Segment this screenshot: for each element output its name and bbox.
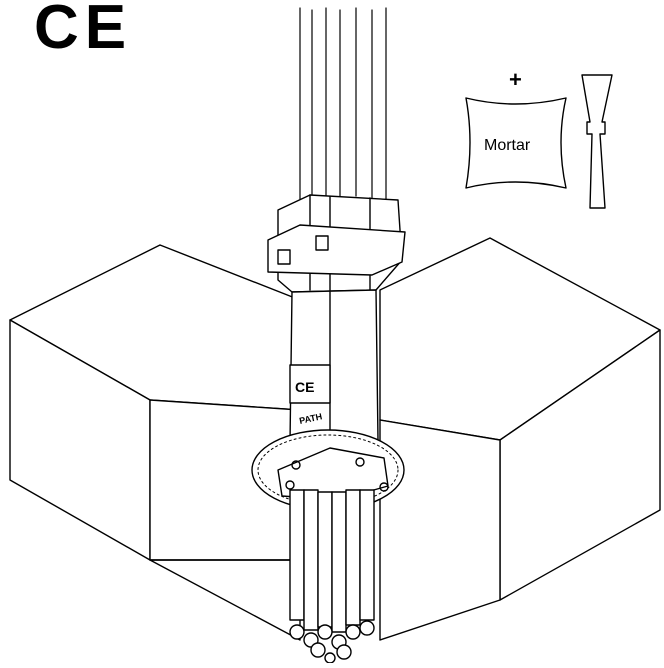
wall-block-left [9,244,301,641]
central-shaft [289,289,379,443]
wall-block-right [379,237,661,641]
mortar-callout: + Mortar [465,67,613,209]
mortar-label: Mortar [484,137,531,154]
cable-bundle-top [299,7,387,201]
sleeve-ce-label: CE [295,379,314,395]
trowel-tool-icon [581,74,613,209]
sleeve-brand-label: PATH [298,411,323,426]
plus-symbol: + [509,67,522,92]
upper-sleeve [267,194,406,293]
lower-tube-bundle [289,489,375,664]
mortar-bag-icon [465,97,567,189]
ce-mark: CE [34,0,132,62]
